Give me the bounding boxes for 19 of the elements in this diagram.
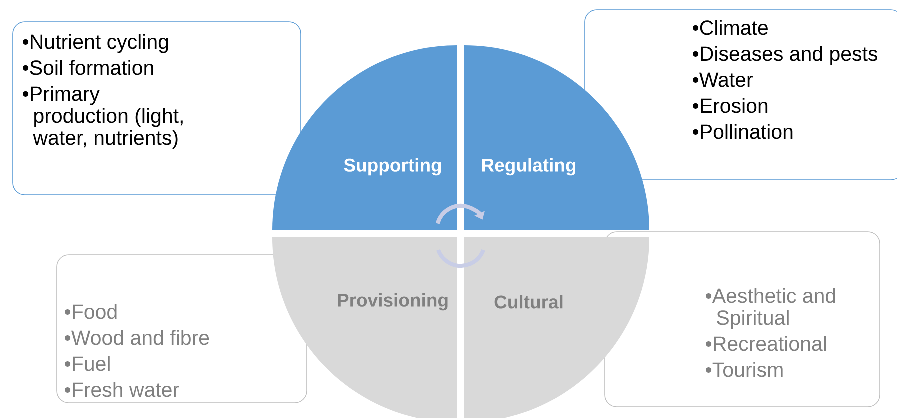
bullet-item: •Water — [693, 72, 753, 88]
bullet-item: •Soil formation — [23, 60, 154, 76]
bullet-item: •Tourism — [706, 362, 783, 378]
quadrant: Supporting — [272, 46, 458, 230]
bullet-item: •Fuel — [65, 356, 110, 372]
quadrant: Regulating — [464, 46, 650, 230]
bullet-item: •Food — [65, 304, 117, 320]
bullet-item: •Recreational — [706, 336, 826, 352]
bullet-item: •Climate — [693, 20, 768, 36]
quadrant: Cultural — [464, 238, 650, 418]
bullet-item: •Primary production (light, water, nutrients) — [23, 86, 183, 150]
quadrant: Provisioning — [272, 238, 458, 418]
bullet-item: •Nutrient cycling — [23, 34, 168, 54]
bullet-item: •Pollination — [693, 124, 793, 140]
bullet-item: •Aesthetic and Spiritual — [706, 288, 836, 330]
bullet-item: •Erosion — [693, 98, 768, 114]
bullet-item: •Fresh water — [65, 382, 180, 398]
bullet-item: •Diseases and pests — [693, 46, 878, 66]
bullet-item: •Wood and fibre — [65, 330, 210, 346]
